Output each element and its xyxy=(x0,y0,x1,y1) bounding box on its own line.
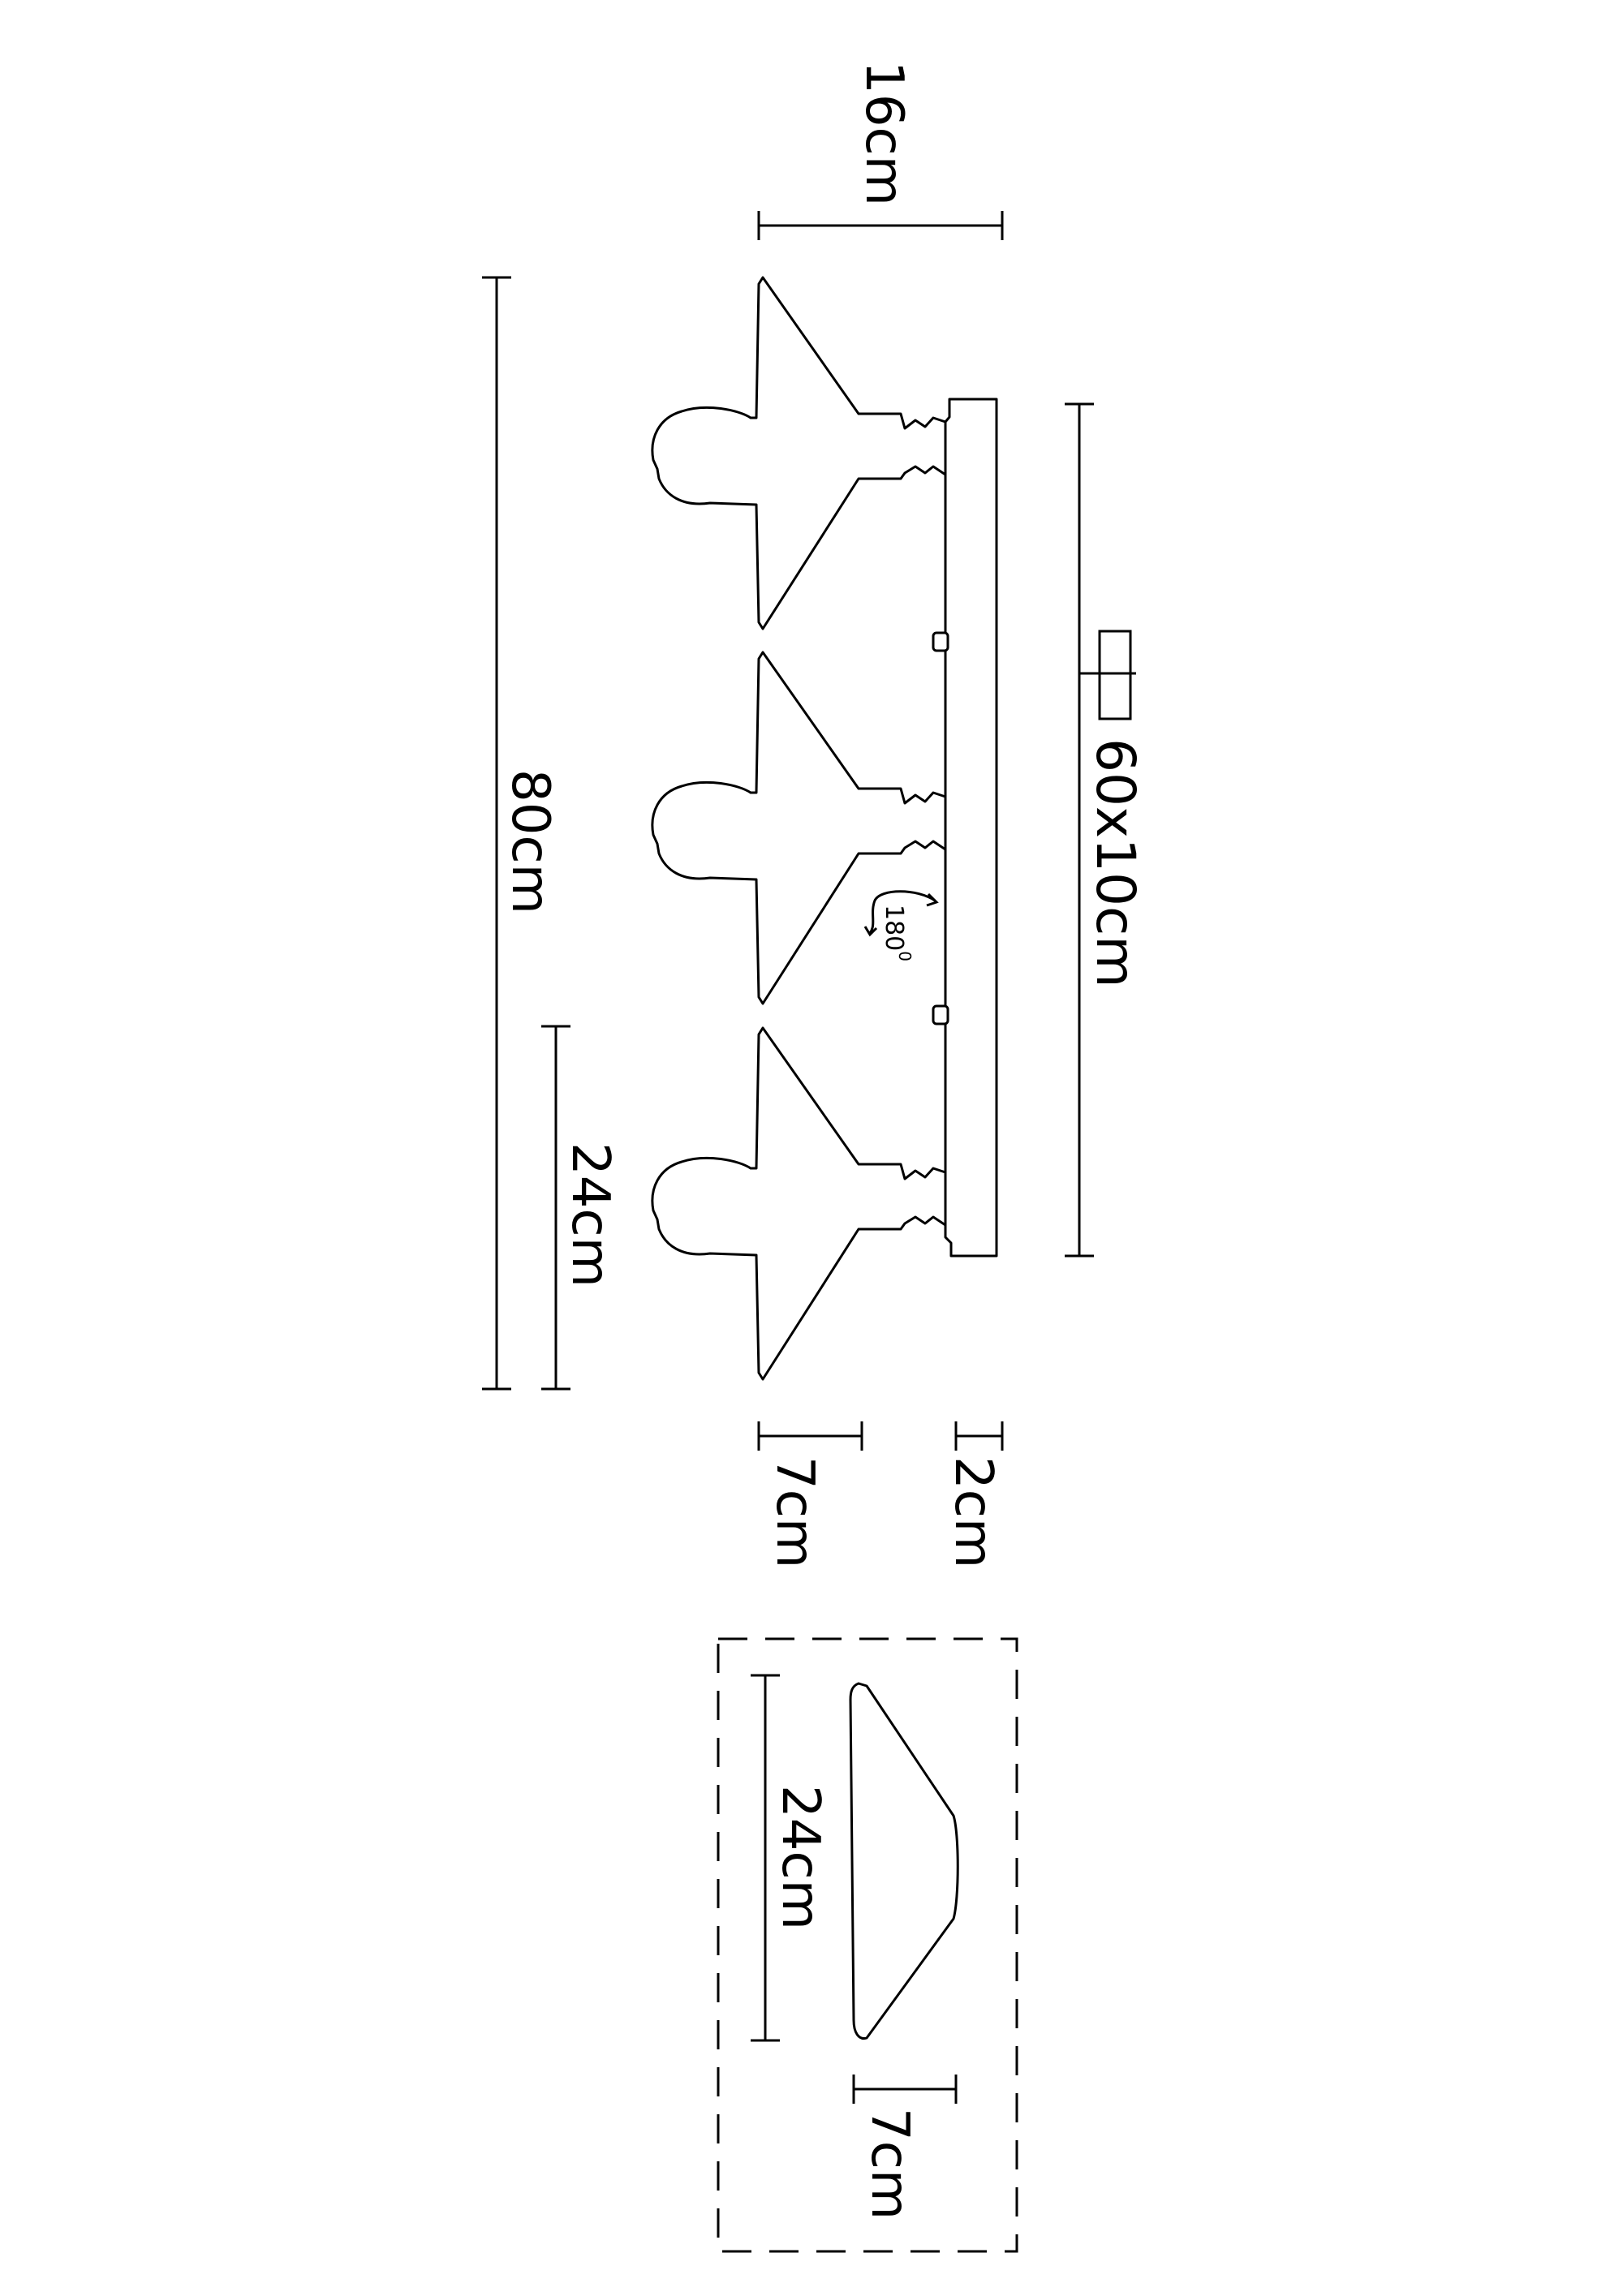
label-hanger-width: 16cm xyxy=(854,61,914,206)
label-detail-depth: 7cm xyxy=(859,2108,919,2220)
hanger-1 xyxy=(651,276,947,630)
rotate-arrow-icon xyxy=(863,890,939,937)
hanger-arm-detail xyxy=(849,1682,959,2040)
label-mount-board: 60x10cm xyxy=(1084,738,1147,988)
peg xyxy=(932,631,949,652)
dimension-total-length: 80cm xyxy=(482,276,560,1391)
dimension-mount-board: 60x10cm xyxy=(1065,402,1147,1258)
hanger-3 xyxy=(651,1026,947,1381)
label-hanger-depth: 7cm xyxy=(764,1456,824,1568)
dimension-hanger-length: 24cm xyxy=(541,1025,620,1391)
label-board-thickness: 2cm xyxy=(943,1456,1003,1568)
dimension-hanger-depth: 7cm xyxy=(757,1421,863,1568)
label-total-length: 80cm xyxy=(500,769,560,914)
mount-board xyxy=(932,398,998,1258)
label-hanger-length: 24cm xyxy=(560,1142,620,1288)
dimension-hanger-width: 16cm xyxy=(757,61,1004,240)
hanger-2 xyxy=(651,651,947,1005)
rectangle-section-icon xyxy=(1079,630,1136,720)
label-detail-length: 24cm xyxy=(770,1785,830,1930)
peg xyxy=(932,1004,949,1025)
detail-box: 24cm 7cm xyxy=(717,1637,1018,2253)
dimension-board-thickness: 2cm xyxy=(943,1421,1004,1568)
rotation-label: 1800 xyxy=(880,905,915,961)
